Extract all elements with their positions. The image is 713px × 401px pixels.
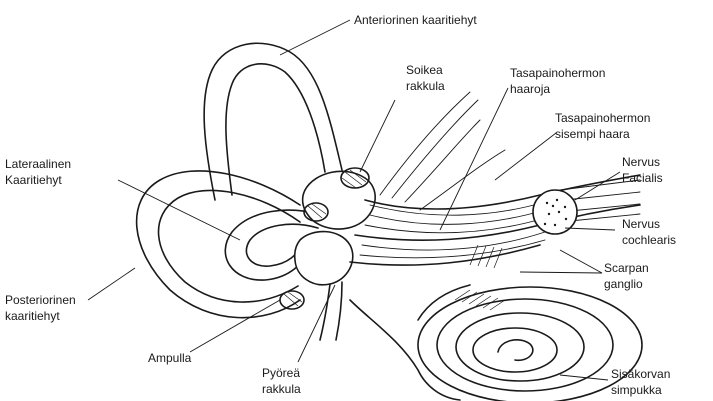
label-utricle-2: rakkula	[406, 79, 445, 93]
label-vestibular-inner-2: sisempi haara	[555, 127, 630, 141]
label-utricle-1: Soikea	[406, 63, 443, 77]
label-vestibular-branches-1: Tasapainohermon	[510, 66, 605, 80]
label-cochlea-1: Sisäkorvan	[611, 367, 670, 381]
label-vestibular-inner-1: Tasapainohermon	[555, 111, 650, 125]
vestibule	[280, 168, 375, 340]
label-scarpa-1: Scarpan	[604, 261, 649, 275]
label-lateral-canal-2: Kaaritiehyt	[5, 173, 62, 187]
label-facial-nerve-2: Facialis	[622, 171, 663, 185]
facial-nerve-cross-section	[533, 190, 577, 234]
label-cochlear-nerve-2: cochlearis	[622, 233, 676, 247]
saccule	[295, 232, 353, 285]
posterior-canal	[137, 171, 300, 318]
label-posterior-canal-1: Posteriorinen	[5, 293, 76, 307]
label-lateral-canal-1: Lateraalinen	[5, 157, 71, 171]
cochlea	[350, 245, 642, 401]
label-vestibular-branches-2: haaroja	[510, 82, 550, 96]
label-anterior-canal: Anteriorinen kaaritiehyt	[354, 13, 477, 27]
label-facial-nerve-1: Nervus	[622, 155, 660, 169]
label-cochlea-2: simpukka	[611, 383, 662, 397]
label-posterior-canal-2: kaaritiehyt	[5, 309, 60, 323]
label-cochlear-nerve-1: Nervus	[622, 217, 660, 231]
label-saccule-2: rakkula	[262, 382, 301, 396]
label-ampulla: Ampulla	[148, 351, 192, 365]
label-scarpa-2: ganglio	[604, 277, 643, 291]
label-saccule-1: Pyöreä	[262, 366, 300, 380]
